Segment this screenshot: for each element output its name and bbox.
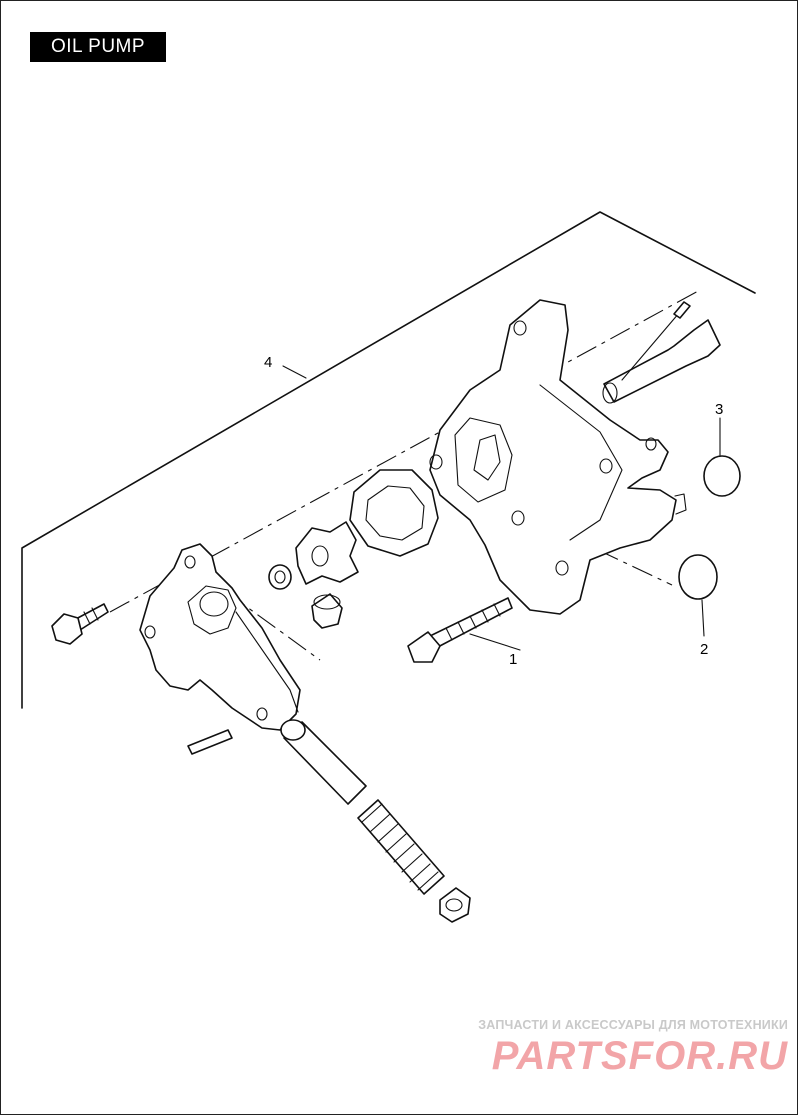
relief-valve-spring bbox=[357, 799, 445, 895]
watermark-tagline: ЗАПЧАСТИ И АКСЕССУАРЫ ДЛЯ МОТОТЕХНИКИ bbox=[478, 1018, 788, 1032]
socket-head-screw bbox=[407, 597, 513, 663]
watermark-logo: PARTSFOR.RU bbox=[491, 1034, 788, 1078]
flange-bolt bbox=[51, 603, 109, 645]
outer-gerotor bbox=[349, 469, 439, 557]
pump-cover bbox=[139, 543, 301, 731]
callout-3: 3 bbox=[715, 401, 723, 418]
alignment-axis-main bbox=[109, 289, 701, 613]
pump-body bbox=[429, 299, 687, 615]
drive-shaft bbox=[602, 301, 721, 404]
watermark: ЗАПЧАСТИ И АКСЕССУАРЫ ДЛЯ МОТОТЕХНИКИ PA… bbox=[478, 1018, 788, 1079]
dowel-pin bbox=[187, 729, 233, 755]
relief-valve-piston bbox=[280, 719, 367, 805]
leader-line-4 bbox=[282, 365, 307, 379]
relief-valve-plug bbox=[439, 887, 471, 923]
alignment-axis-lower bbox=[195, 569, 321, 661]
assembly-bracket bbox=[21, 211, 756, 709]
leader-line-2 bbox=[701, 599, 705, 637]
o-ring-large bbox=[678, 554, 718, 600]
leader-line-1 bbox=[469, 633, 521, 651]
o-ring-small bbox=[703, 455, 741, 497]
callout-4: 4 bbox=[264, 354, 272, 371]
callout-1: 1 bbox=[509, 651, 517, 668]
small-washer bbox=[268, 564, 292, 590]
alignment-axis-seal bbox=[597, 549, 673, 586]
relief-valve-cap bbox=[311, 593, 343, 629]
page-title: OIL PUMP bbox=[30, 32, 166, 62]
inner-gerotor bbox=[295, 521, 359, 585]
callout-2: 2 bbox=[700, 641, 708, 658]
